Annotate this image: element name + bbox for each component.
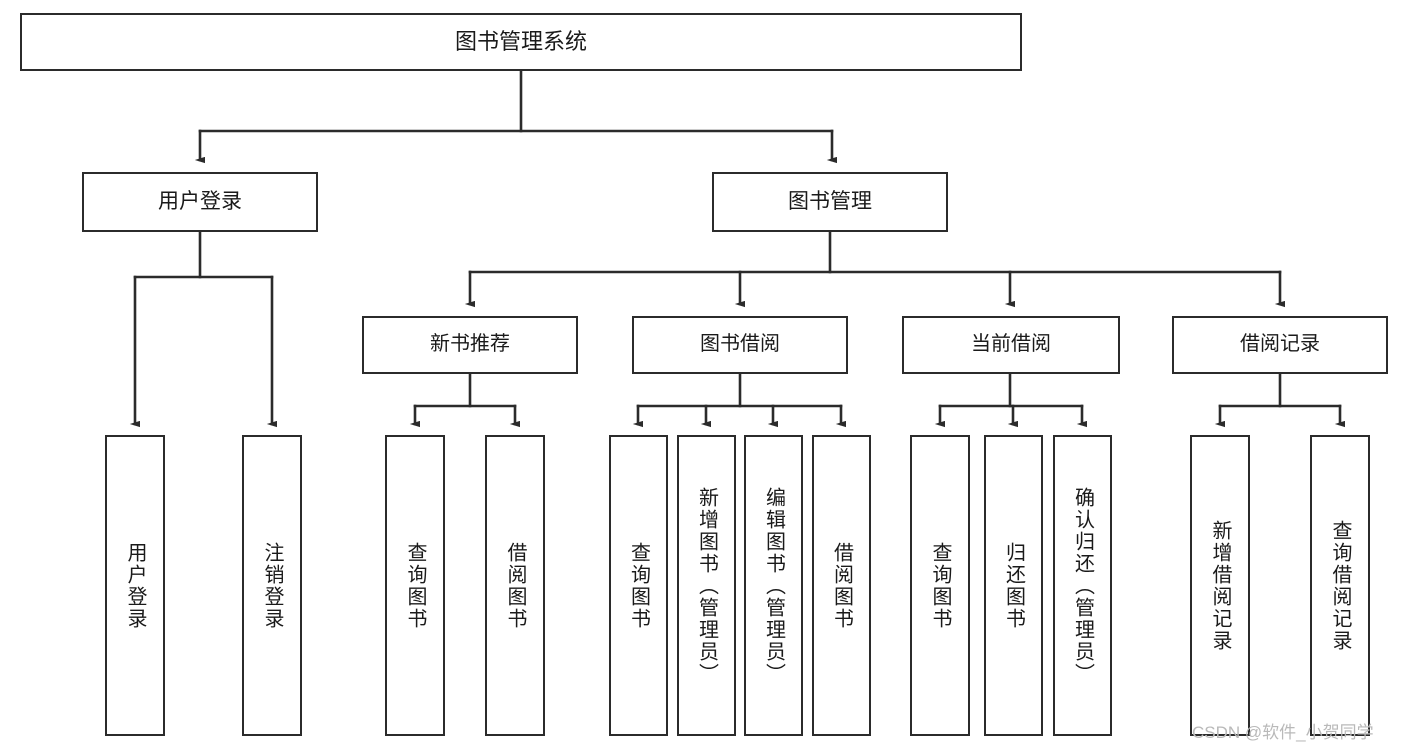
leaf-edit-book-admin-label: 编辑图书（管理员）: [762, 486, 785, 685]
leaf-query-borrow-record[interactable]: 查询借阅记录: [1310, 435, 1370, 736]
leaf-borrow-book[interactable]: 借阅图书: [812, 435, 871, 736]
node-borrow-record[interactable]: 借阅记录: [1172, 316, 1388, 374]
leaf-logout[interactable]: 注销登录: [242, 435, 302, 736]
leaf-borrow-book-newbook-label: 借阅图书: [504, 541, 526, 630]
node-root[interactable]: 图书管理系统: [20, 13, 1022, 71]
node-new-book-recommend-label: 新书推荐: [430, 333, 510, 356]
leaf-confirm-return-admin-label: 确认归还（管理员）: [1071, 486, 1094, 685]
node-borrow-record-label: 借阅记录: [1240, 333, 1320, 356]
leaf-query-borrow-record-label: 查询借阅记录: [1329, 519, 1351, 652]
node-new-book-recommend[interactable]: 新书推荐: [362, 316, 578, 374]
node-root-label: 图书管理系统: [454, 29, 587, 55]
leaf-query-book-borrow[interactable]: 查询图书: [609, 435, 668, 736]
leaf-user-login-label: 用户登录: [124, 541, 146, 630]
leaf-add-borrow-record-label: 新增借阅记录: [1209, 519, 1231, 652]
leaf-borrow-book-label: 借阅图书: [830, 541, 853, 630]
leaf-add-borrow-record[interactable]: 新增借阅记录: [1190, 435, 1250, 736]
node-book-management-label: 图书管理: [788, 189, 872, 213]
leaf-query-book-newbook-label: 查询图书: [404, 541, 426, 630]
node-current-borrow-label: 当前借阅: [971, 333, 1051, 356]
leaf-user-login[interactable]: 用户登录: [105, 435, 165, 736]
leaf-query-book-newbook[interactable]: 查询图书: [385, 435, 445, 736]
leaf-query-book-current-label: 查询图书: [929, 541, 951, 630]
leaf-confirm-return-admin[interactable]: 确认归还（管理员）: [1053, 435, 1112, 736]
csdn-watermark: CSDN @软件_小贺同学: [1192, 723, 1374, 742]
leaf-edit-book-admin[interactable]: 编辑图书（管理员）: [744, 435, 803, 736]
leaf-return-book[interactable]: 归还图书: [984, 435, 1043, 736]
leaf-return-book-label: 归还图书: [1002, 541, 1025, 630]
node-book-management[interactable]: 图书管理: [712, 172, 948, 232]
node-book-borrow[interactable]: 图书借阅: [632, 316, 848, 374]
node-user-login-label: 用户登录: [158, 189, 242, 213]
leaf-add-book-admin-label: 新增图书（管理员）: [695, 486, 718, 685]
leaf-query-book-current[interactable]: 查询图书: [910, 435, 970, 736]
node-book-borrow-label: 图书借阅: [700, 333, 780, 356]
node-current-borrow[interactable]: 当前借阅: [902, 316, 1120, 374]
leaf-query-book-borrow-label: 查询图书: [627, 541, 650, 630]
leaf-logout-label: 注销登录: [261, 541, 283, 630]
node-user-login[interactable]: 用户登录: [82, 172, 318, 232]
leaf-add-book-admin[interactable]: 新增图书（管理员）: [677, 435, 736, 736]
leaf-borrow-book-newbook[interactable]: 借阅图书: [485, 435, 545, 736]
